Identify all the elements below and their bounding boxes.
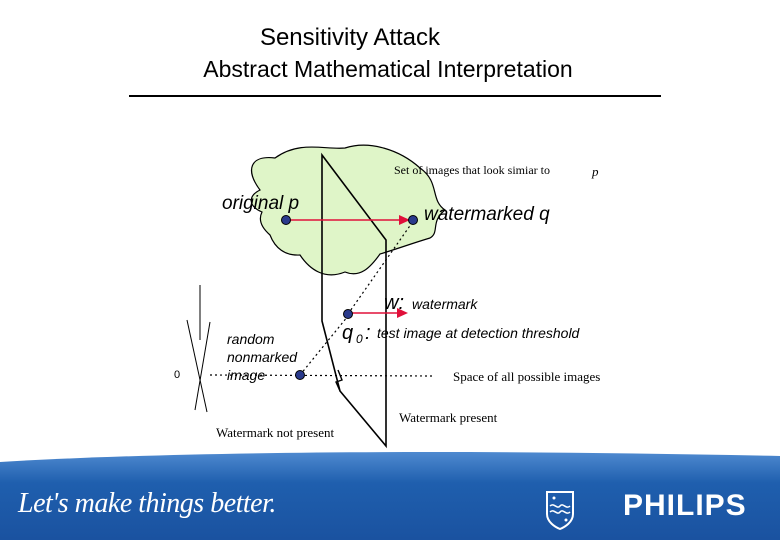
watermarked-q-label: watermarked q [424, 204, 550, 225]
slide-subtitle: Abstract Mathematical Interpretation [203, 56, 573, 82]
sensitivity-diagram [186, 144, 447, 449]
w-desc: watermark [412, 296, 478, 312]
watermark-not-present-label: Watermark not present [216, 425, 335, 440]
arrow-w-head [397, 308, 408, 318]
dotted-baseline [209, 374, 433, 377]
detection-boundary-plane [321, 152, 387, 449]
axis-line-a [186, 319, 208, 413]
arrow-p-to-q-head [399, 215, 410, 225]
philips-logo: PHILIPS [623, 489, 747, 522]
point-original-p [281, 215, 291, 225]
similar-images-set [250, 144, 447, 276]
title-divider [129, 95, 661, 97]
space-label: Space of all possible images [453, 369, 601, 384]
random-label-line1: random [227, 331, 275, 347]
q0-colon: : [365, 322, 371, 344]
random-label-line3: image [227, 367, 266, 383]
q0-symbol: q [342, 322, 354, 344]
point-q0 [343, 309, 353, 319]
boundary-jag [335, 369, 343, 392]
philips-shield-icon [546, 491, 574, 530]
q0-subscript: 0 [356, 332, 363, 346]
watermark-present-label: Watermark present [399, 410, 498, 425]
set-label-var: p [592, 164, 599, 179]
point-random-image [295, 370, 305, 380]
q0-desc: test image at detection threshold [377, 325, 580, 341]
origin-label: 0 [174, 369, 181, 381]
slogan: Let's make things better. [18, 488, 276, 519]
slide-title: Sensitivity Attack [259, 24, 441, 51]
axis-line-b [194, 321, 211, 411]
dotted-random-to-q0 [299, 315, 349, 376]
footer-band [0, 452, 780, 540]
w-symbol: w: [384, 292, 404, 314]
point-watermarked-q [408, 215, 418, 225]
set-label: Set of images that look simiar to [394, 163, 550, 177]
random-label-line2: nonmarked [227, 349, 298, 365]
dotted-q0-to-watermarked [347, 219, 415, 315]
random-image-label: random nonmarked image [227, 330, 297, 384]
original-p-label: original p [222, 193, 300, 214]
